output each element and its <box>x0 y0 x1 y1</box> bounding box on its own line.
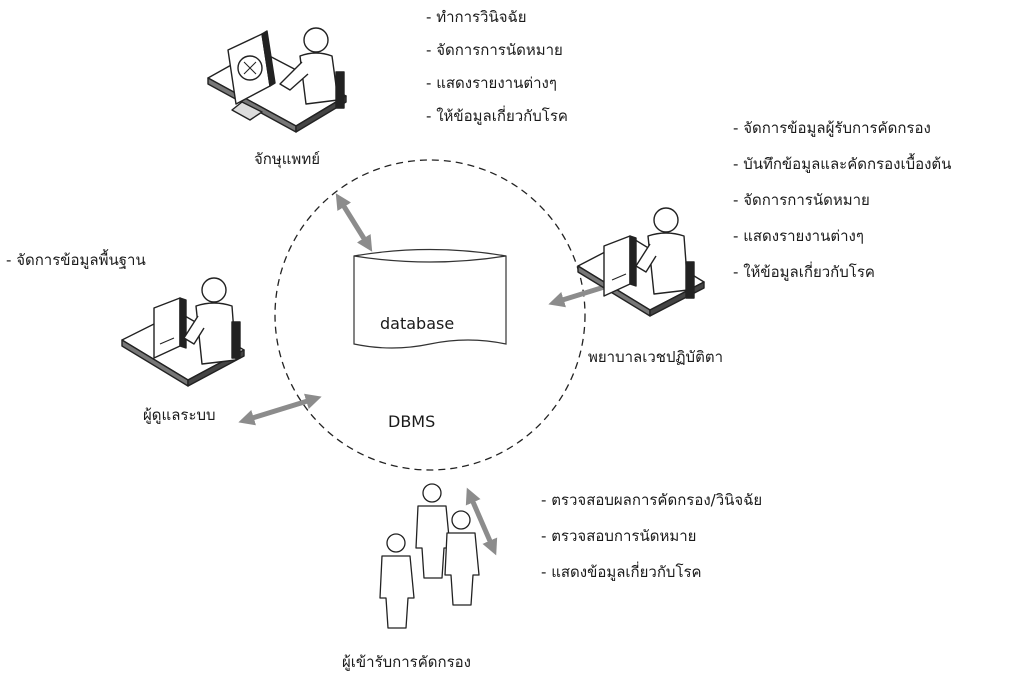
nurse-function-item: จัดการข้อมูลผู้รับการคัดกรอง <box>733 121 951 157</box>
database-label: database <box>380 314 455 333</box>
ophthalmologist-function-item: จัดการการนัดหมาย <box>426 43 568 76</box>
ophthalmologist-function-list: ทำการวินิจฉัย จัดการการนัดหมาย แสดงรายงา… <box>426 10 568 142</box>
nurse-function-item: ให้ข้อมูลเกี่ยวกับโรค <box>733 265 951 301</box>
ophthalmologist-workstation-icon <box>207 27 347 133</box>
patient-group-icon <box>379 483 480 629</box>
admin-connection-arrow <box>238 393 322 426</box>
admin-workstation-icon <box>121 277 245 387</box>
nurse-function-item: แสดงรายงานต่างๆ <box>733 229 951 265</box>
ophthalmologist-function-item: แสดงรายงานต่างๆ <box>426 76 568 109</box>
admin-label: ผู้ดูแลระบบ <box>143 406 216 424</box>
patient-function-item: แสดงข้อมูลเกี่ยวกับโรค <box>541 565 762 601</box>
nurse-label: พยาบาลเวชปฏิบัติตา <box>588 348 723 366</box>
patient-connection-arrow <box>465 487 498 556</box>
ophthalmologist-label: จักษุแพทย์ <box>254 150 320 168</box>
ophthalmologist-function-item: ให้ข้อมูลเกี่ยวกับโรค <box>426 109 568 142</box>
patient-label: ผู้เข้ารับการคัดกรอง <box>342 653 471 671</box>
admin-function-list: จัดการข้อมูลพื้นฐาน <box>6 253 146 283</box>
nurse-function-item: จัดการการนัดหมาย <box>733 193 951 229</box>
admin-function-item: จัดการข้อมูลพื้นฐาน <box>6 253 146 283</box>
patient-function-list: ตรวจสอบผลการคัดกรอง/วินิจฉัย ตรวจสอบการน… <box>541 493 762 601</box>
dbms-label: DBMS <box>388 412 436 431</box>
nurse-function-item: บันทึกข้อมูลและคัดกรองเบื้องต้น <box>733 157 951 193</box>
dbms-boundary <box>274 159 586 471</box>
ophthalmologist-function-item: ทำการวินิจฉัย <box>426 10 568 43</box>
nurse-workstation-icon <box>577 207 705 317</box>
database-icon <box>353 248 507 349</box>
patient-function-item: ตรวจสอบผลการคัดกรอง/วินิจฉัย <box>541 493 762 529</box>
patient-function-item: ตรวจสอบการนัดหมาย <box>541 529 762 565</box>
nurse-function-list: จัดการข้อมูลผู้รับการคัดกรอง บันทึกข้อมู… <box>733 121 951 301</box>
ophthalmologist-connection-arrow <box>335 193 373 252</box>
